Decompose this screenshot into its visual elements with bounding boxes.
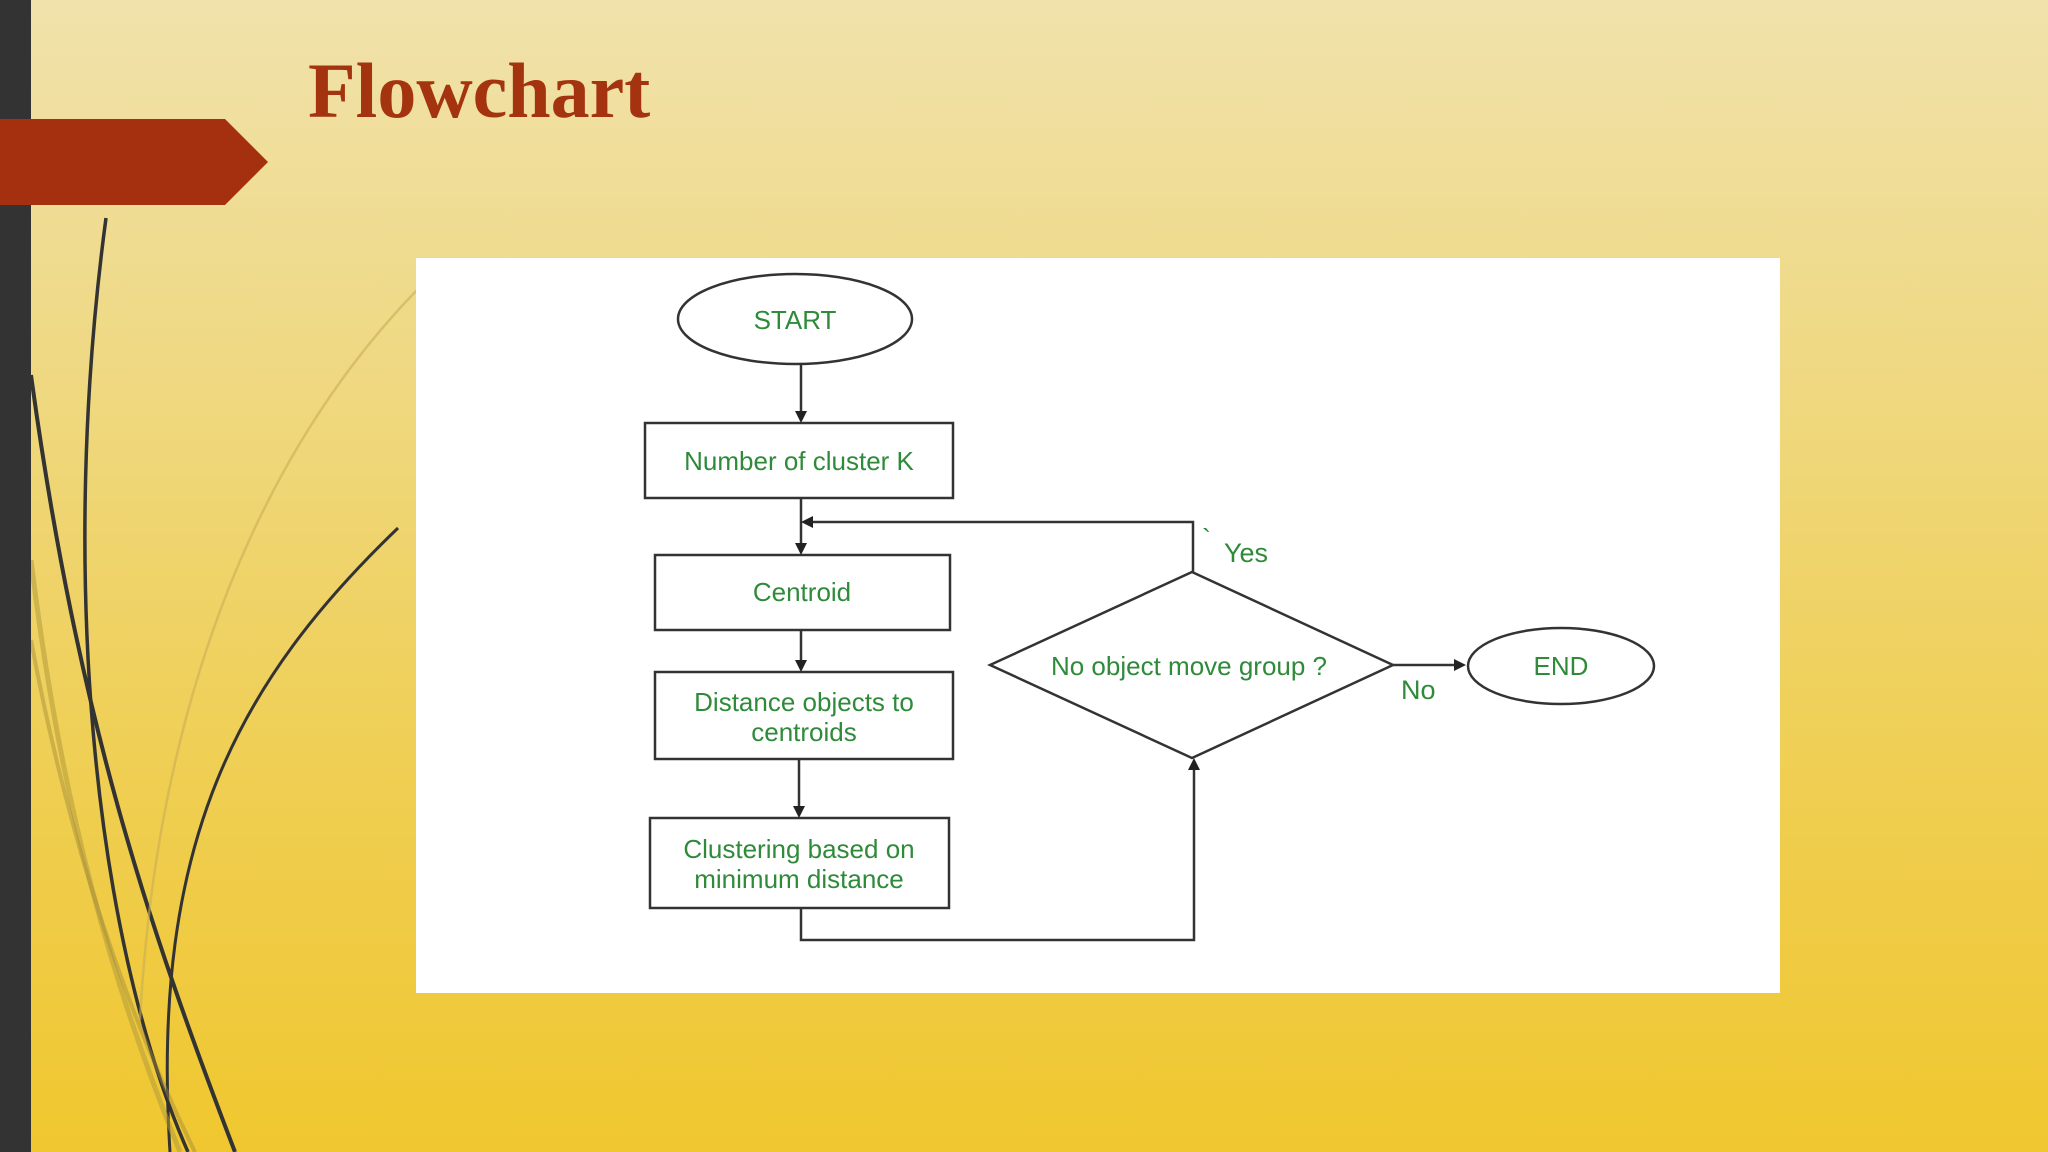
- edge-clustering-to-decision: [799, 758, 1200, 942]
- yes-tick-mark: `: [1202, 524, 1211, 554]
- edge-centroid-to-distance: [795, 630, 807, 672]
- flowchart: START Number of cluster K Centroid Dista…: [643, 272, 1656, 942]
- decorative-curves: [28, 217, 420, 1152]
- edge-decision-no-to-end: [1393, 659, 1466, 671]
- start-label: START: [754, 305, 837, 335]
- decor-curve-6: [29, 639, 197, 1152]
- decor-curve-5: [138, 285, 420, 1021]
- no-label: No: [1401, 675, 1436, 705]
- title-tab-arrow: [0, 119, 268, 205]
- decor-curve-1: [83, 217, 190, 1152]
- decor-curve-3: [165, 526, 400, 1152]
- decor-curve-4: [28, 559, 183, 1152]
- yes-label: Yes: [1224, 538, 1268, 568]
- flowchart-panel: START Number of cluster K Centroid Dista…: [416, 258, 1780, 993]
- start-node: [676, 272, 914, 366]
- edge-decision-yes-loop: [801, 516, 1195, 572]
- decision-node: [987, 570, 1396, 760]
- end-label: END: [1534, 651, 1589, 681]
- distance-label-line1: Distance objects to: [694, 687, 914, 717]
- centroid-label: Centroid: [753, 577, 851, 607]
- clustering-label-line2: minimum distance: [694, 864, 904, 894]
- decision-label: No object move group ?: [1051, 651, 1327, 681]
- number-of-clusters-label: Number of cluster K: [684, 446, 914, 476]
- slide-title: Flowchart: [308, 47, 651, 134]
- distance-label-line2: centroids: [751, 717, 857, 747]
- centroid-node: [653, 553, 952, 632]
- clustering-label-line1: Clustering based on: [683, 834, 914, 864]
- edge-start-to-clusters: [795, 364, 807, 423]
- end-node: [1466, 626, 1656, 706]
- distance-node: [653, 670, 955, 761]
- number-of-clusters-node: [643, 421, 955, 500]
- clustering-node: [648, 816, 951, 910]
- edge-clusters-to-centroid: [795, 498, 807, 555]
- decor-curve-2: [29, 374, 237, 1152]
- edge-distance-to-clustering: [793, 759, 805, 818]
